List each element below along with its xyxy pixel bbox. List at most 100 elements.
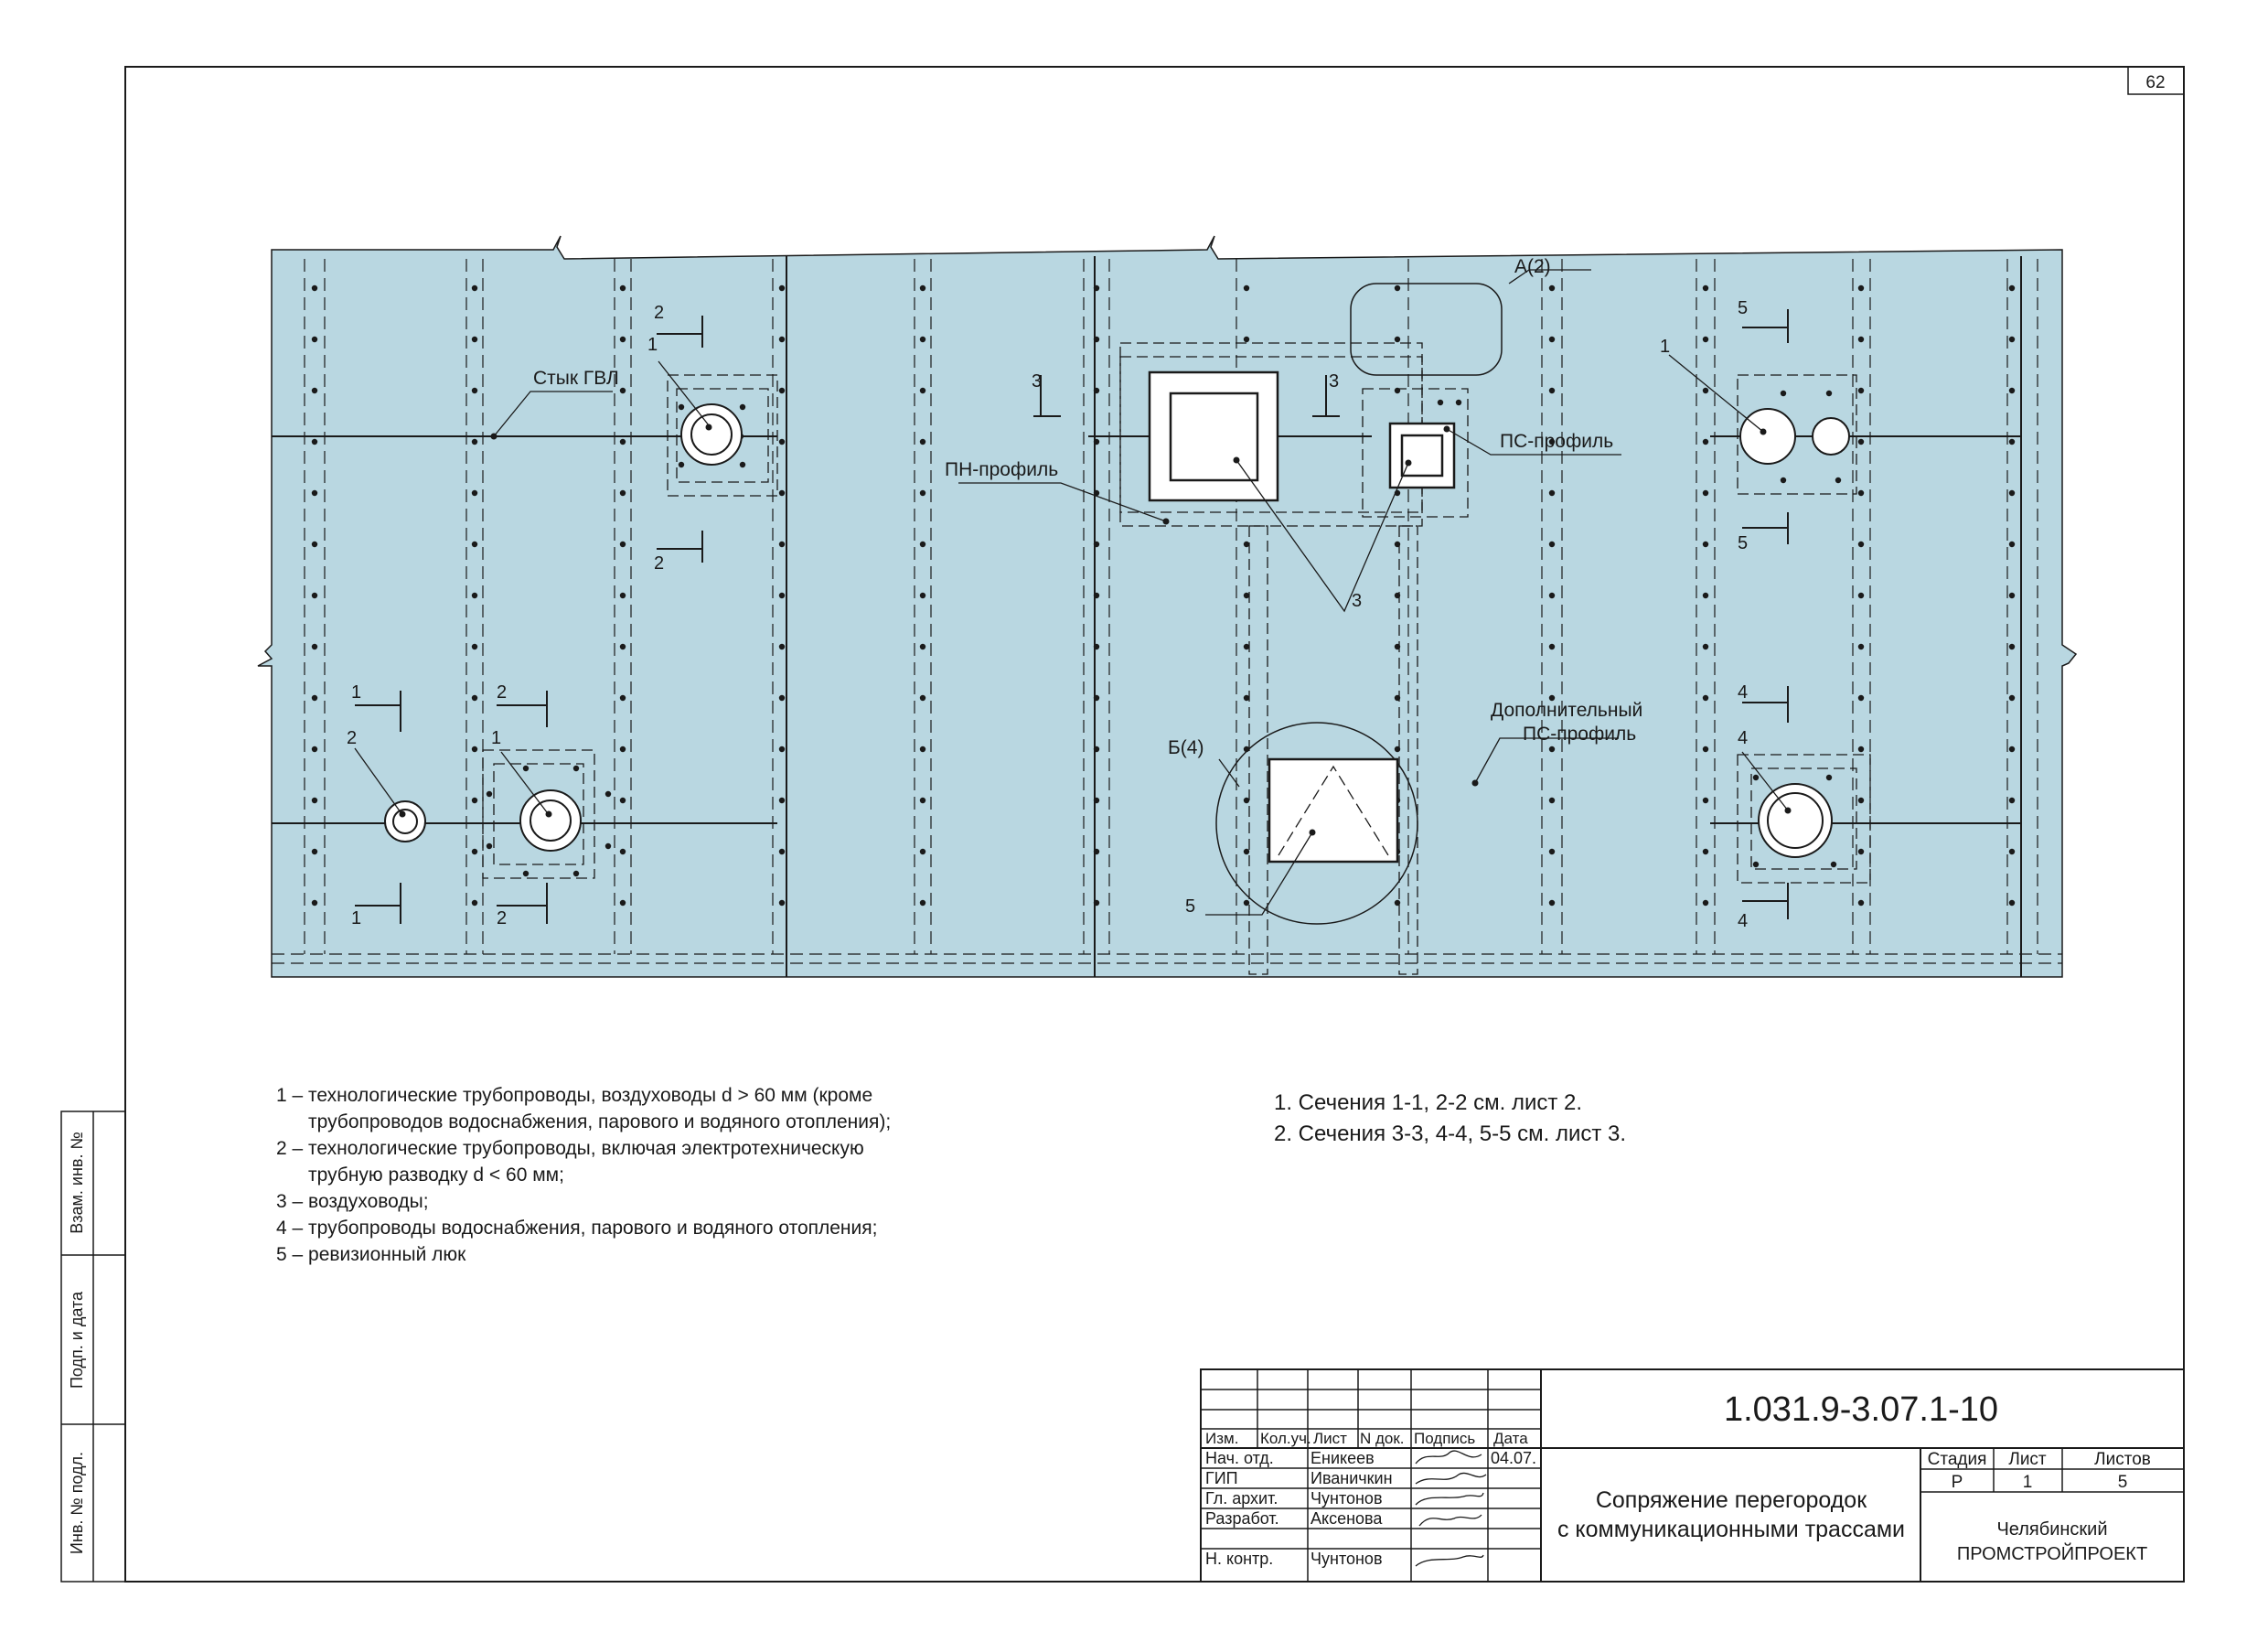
screw-dot bbox=[1702, 746, 1709, 753]
signatory-role: Гл. архит. bbox=[1205, 1489, 1278, 1508]
screw-dot bbox=[619, 489, 626, 497]
screw-dot bbox=[471, 746, 478, 753]
inspection-hatch bbox=[1215, 722, 1418, 925]
legend-line: 3 – воздуховоды; bbox=[276, 1191, 429, 1212]
screw-dot bbox=[1825, 390, 1833, 397]
screw-dot bbox=[1243, 899, 1250, 907]
screw-dot bbox=[1702, 489, 1709, 497]
marker-2: 2 bbox=[347, 728, 357, 748]
sheet-frame bbox=[124, 66, 2185, 1583]
screw-dot bbox=[1243, 336, 1250, 343]
stage-head-listov: Листов bbox=[2094, 1450, 2151, 1469]
screw-dot bbox=[1702, 336, 1709, 343]
screw-dot bbox=[619, 387, 626, 394]
side-stamp-inv: Инв. № подл. bbox=[68, 1452, 86, 1554]
screw-dot bbox=[919, 438, 926, 445]
screw-dot bbox=[311, 899, 318, 907]
screw-dot bbox=[311, 336, 318, 343]
marker-3: 3 bbox=[1329, 371, 1339, 392]
screw-dot bbox=[572, 765, 580, 772]
screw-dot bbox=[1548, 284, 1556, 292]
head-izm: Изм. bbox=[1205, 1430, 1238, 1447]
screw-dot bbox=[471, 387, 478, 394]
screw-dot bbox=[1702, 643, 1709, 650]
screw-dot bbox=[1548, 438, 1556, 445]
screw-dot bbox=[1857, 694, 1865, 702]
stage-head-stadiya: Стадия bbox=[1928, 1450, 1987, 1469]
screw-dot bbox=[778, 746, 786, 753]
signatory-name: Аксенова bbox=[1311, 1509, 1383, 1528]
screw-dot bbox=[1835, 477, 1842, 484]
screw-dot bbox=[471, 541, 478, 548]
marker-2: 2 bbox=[654, 553, 664, 574]
label-pn-profile: ПН-профиль bbox=[945, 459, 1058, 480]
legend-line: трубопроводов водоснабжения, парового и … bbox=[276, 1111, 892, 1132]
doc-code: 1.031.9-3.07.1-10 bbox=[1724, 1390, 1998, 1429]
screw-dot bbox=[1437, 399, 1444, 406]
screw-dot bbox=[1857, 592, 1865, 599]
section-cuts bbox=[355, 309, 1789, 924]
panel-fill bbox=[257, 235, 2078, 978]
screw-dot bbox=[619, 541, 626, 548]
general-notes: 1. Сечения 1-1, 2-2 см. лист 2. 2. Сечен… bbox=[1274, 1088, 1626, 1150]
title-block-header: Изм. Кол.уч. Лист N док. Подпись Дата bbox=[1205, 1430, 1528, 1447]
screw-dot bbox=[778, 541, 786, 548]
screw-dot bbox=[919, 387, 926, 394]
side-stamp-podp: Подп. и дата bbox=[68, 1291, 86, 1389]
label-styk-gvl: Стык ГВЛ bbox=[533, 368, 619, 389]
label-callout-b: Б(4) bbox=[1168, 737, 1204, 758]
screw-dot bbox=[471, 489, 478, 497]
partition-panel: Стык ГВЛ ПН-профиль ПС-профиль Дополните… bbox=[257, 235, 2078, 978]
marker-2: 2 bbox=[497, 682, 507, 703]
marker-5: 5 bbox=[1738, 533, 1748, 553]
pipe-openings bbox=[384, 403, 1850, 858]
screw-dot bbox=[1394, 336, 1401, 343]
screw-dot bbox=[471, 694, 478, 702]
screw-dot bbox=[1702, 387, 1709, 394]
screw-dot bbox=[1702, 284, 1709, 292]
screw-dot bbox=[486, 842, 493, 850]
screw-dot bbox=[1825, 774, 1833, 781]
screw-dot bbox=[619, 438, 626, 445]
marker-1: 1 bbox=[647, 335, 658, 355]
marker-4: 4 bbox=[1738, 911, 1748, 931]
screw-dot bbox=[311, 284, 318, 292]
screw-dot bbox=[1548, 643, 1556, 650]
screw-dot bbox=[778, 694, 786, 702]
screw-dot bbox=[619, 592, 626, 599]
legend-line: 1 – технологические трубопроводы, воздух… bbox=[276, 1085, 873, 1106]
screw-dots bbox=[311, 284, 2016, 907]
screw-dot bbox=[311, 746, 318, 753]
screw-dot bbox=[1548, 848, 1556, 855]
screw-dot bbox=[1702, 541, 1709, 548]
screw-dot bbox=[1702, 848, 1709, 855]
screw-dot bbox=[778, 489, 786, 497]
screw-dot bbox=[919, 541, 926, 548]
signatory-name: Еникеев bbox=[1311, 1449, 1375, 1467]
panel-bottom-band bbox=[272, 953, 2062, 964]
legend-line: трубную разводку d < 60 мм; bbox=[276, 1164, 564, 1186]
screw-dot bbox=[1857, 438, 1865, 445]
screw-dot bbox=[919, 489, 926, 497]
pipe-opening-2-right bbox=[1812, 417, 1850, 456]
screw-dot bbox=[619, 694, 626, 702]
screw-dot bbox=[311, 848, 318, 855]
screw-dot bbox=[471, 848, 478, 855]
screw-dot bbox=[919, 643, 926, 650]
drawing-title-2: с коммуникационными трассами bbox=[1557, 1517, 1905, 1542]
sheet-number: 62 bbox=[2145, 73, 2165, 92]
signatures bbox=[1415, 1450, 1487, 1567]
pipe-opening-1-right bbox=[1739, 408, 1796, 465]
hatch-opening bbox=[1268, 757, 1399, 864]
marker-4: 4 bbox=[1738, 682, 1748, 703]
label-callout-a: А(2) bbox=[1514, 256, 1551, 277]
signatory-name: Иваничкин bbox=[1311, 1469, 1393, 1487]
marker-numbers: 2 1 2 3 3 3 1 2 1 2 1 2 5 1 5 4 4 4 5 bbox=[347, 298, 1748, 931]
screw-dot bbox=[778, 284, 786, 292]
screw-dot bbox=[2008, 336, 2016, 343]
screw-dot bbox=[1243, 694, 1250, 702]
signatory-name: Чунтонов bbox=[1311, 1550, 1383, 1568]
screw-dot bbox=[311, 489, 318, 497]
screw-dot bbox=[619, 848, 626, 855]
screw-dot bbox=[1243, 643, 1250, 650]
